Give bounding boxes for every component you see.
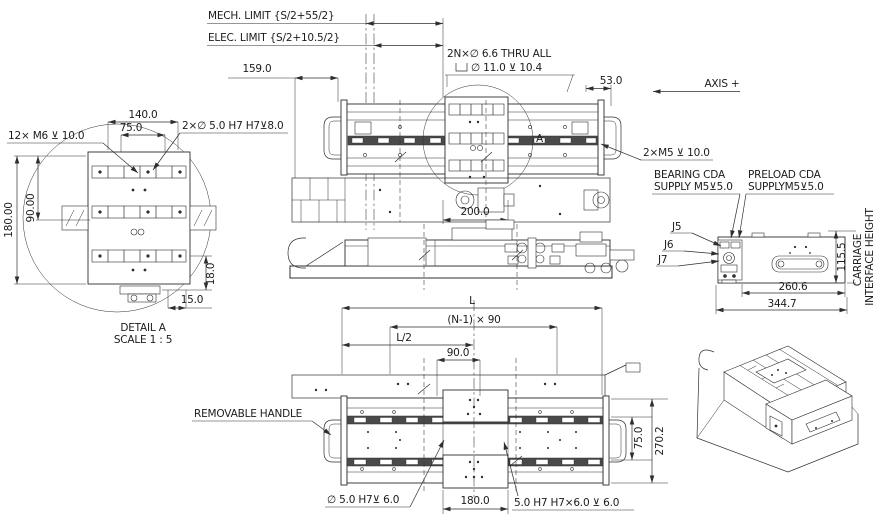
dim-180-block-label: 180.0	[460, 495, 489, 507]
thru-hole-note-line1: 2N×∅ 6.6 THRU ALL	[447, 48, 551, 60]
mech-limit-label: MECH. LIMIT {S/2+55/2}	[208, 10, 335, 22]
isometric-view	[696, 345, 859, 473]
end-view: BEARING CDA SUPPLY M5⊻5.0 PRELOAD CDA SU…	[652, 169, 876, 314]
j7-label: J7	[657, 254, 667, 266]
dim-75-label: 75.0	[120, 122, 143, 134]
elec-limit-label: ELEC. LIMIT {S/2+10.5/2}	[208, 32, 340, 44]
dim-159-label: 159.0	[242, 63, 271, 75]
dim-115-label: 115.5	[836, 242, 848, 271]
plan-view: A 2×M5 ⊻ 10.0 200.0	[291, 84, 713, 224]
dim-53-label: 53.0	[600, 75, 623, 87]
detail-a-title: DETAIL A	[120, 322, 166, 334]
j5-label: J5	[671, 221, 681, 233]
dim-140-label: 140.0	[128, 109, 157, 121]
carriage-interface-label-line1: CARRIAGE	[852, 234, 864, 286]
dim-18-label: 18.0	[205, 263, 217, 286]
dowel-note-left: ∅ 5.0 H7⊻ 6.0	[327, 494, 399, 506]
removable-handle-label: REMOVABLE HANDLE	[194, 408, 302, 420]
top-dimensions: MECH. LIMIT {S/2+55/2} ELEC. LIMIT {S/2+…	[207, 10, 740, 230]
detail-circle-letter: A	[536, 133, 544, 145]
j6-label: J6	[663, 239, 674, 251]
counterbore-icon	[455, 63, 468, 72]
bearing-cda-note-line1: BEARING CDA	[654, 169, 726, 181]
detail-a-view: 12× M6 ⊻ 10.0 2×∅ 5.0 H7 H7⊻8.0 140.0 75…	[3, 109, 288, 346]
elevation-view	[287, 219, 635, 290]
axis-direction-label: AXIS +	[704, 78, 739, 90]
detail-a-scale: SCALE 1 : 5	[114, 334, 172, 346]
bearing-cda-note-line2: SUPPLY M5⊻5.0	[654, 181, 733, 193]
preload-cda-note-line2: SUPPLYM5⊻5.0	[748, 181, 824, 193]
m5-tap-note: 2×M5 ⊻ 10.0	[643, 147, 710, 159]
dim-270-label: 270.2	[654, 426, 666, 455]
preload-cda-note-line1: PRELOAD CDA	[748, 169, 822, 181]
dim-l2-label: L/2	[396, 332, 411, 344]
dim-200-label: 200.0	[460, 206, 489, 218]
dim-15-label: 15.0	[181, 294, 204, 306]
pitch-count-label: (N-1) × 90	[447, 314, 500, 326]
carriage-interface-label-line2: INTERFACE HEIGHT	[864, 207, 876, 305]
dim-90-label: 90.00	[25, 193, 37, 222]
dim-90-pitch-label: 90.0	[447, 347, 470, 359]
bottom-view: L (N-1) × 90 L/2 90.0 75.0 270.2 180.0 R…	[192, 295, 668, 514]
dim-344-label: 344.7	[767, 298, 796, 310]
dowel-note-right: 5.0 H7 H7×6.0 ⊻ 6.0	[514, 497, 619, 509]
dim-260-label: 260.6	[778, 281, 808, 293]
pin-hole-note: 2×∅ 5.0 H7 H7⊻8.0	[182, 120, 283, 132]
thru-hole-note-line2: ∅ 11.0 ⊻ 10.4	[471, 62, 543, 74]
dim-180-label: 180.00	[3, 202, 15, 238]
dim-l-label: L	[469, 295, 475, 307]
dim-75-rail-label: 75.0	[633, 427, 645, 450]
m6-tap-note: 12× M6 ⊻ 10.0	[8, 130, 84, 142]
